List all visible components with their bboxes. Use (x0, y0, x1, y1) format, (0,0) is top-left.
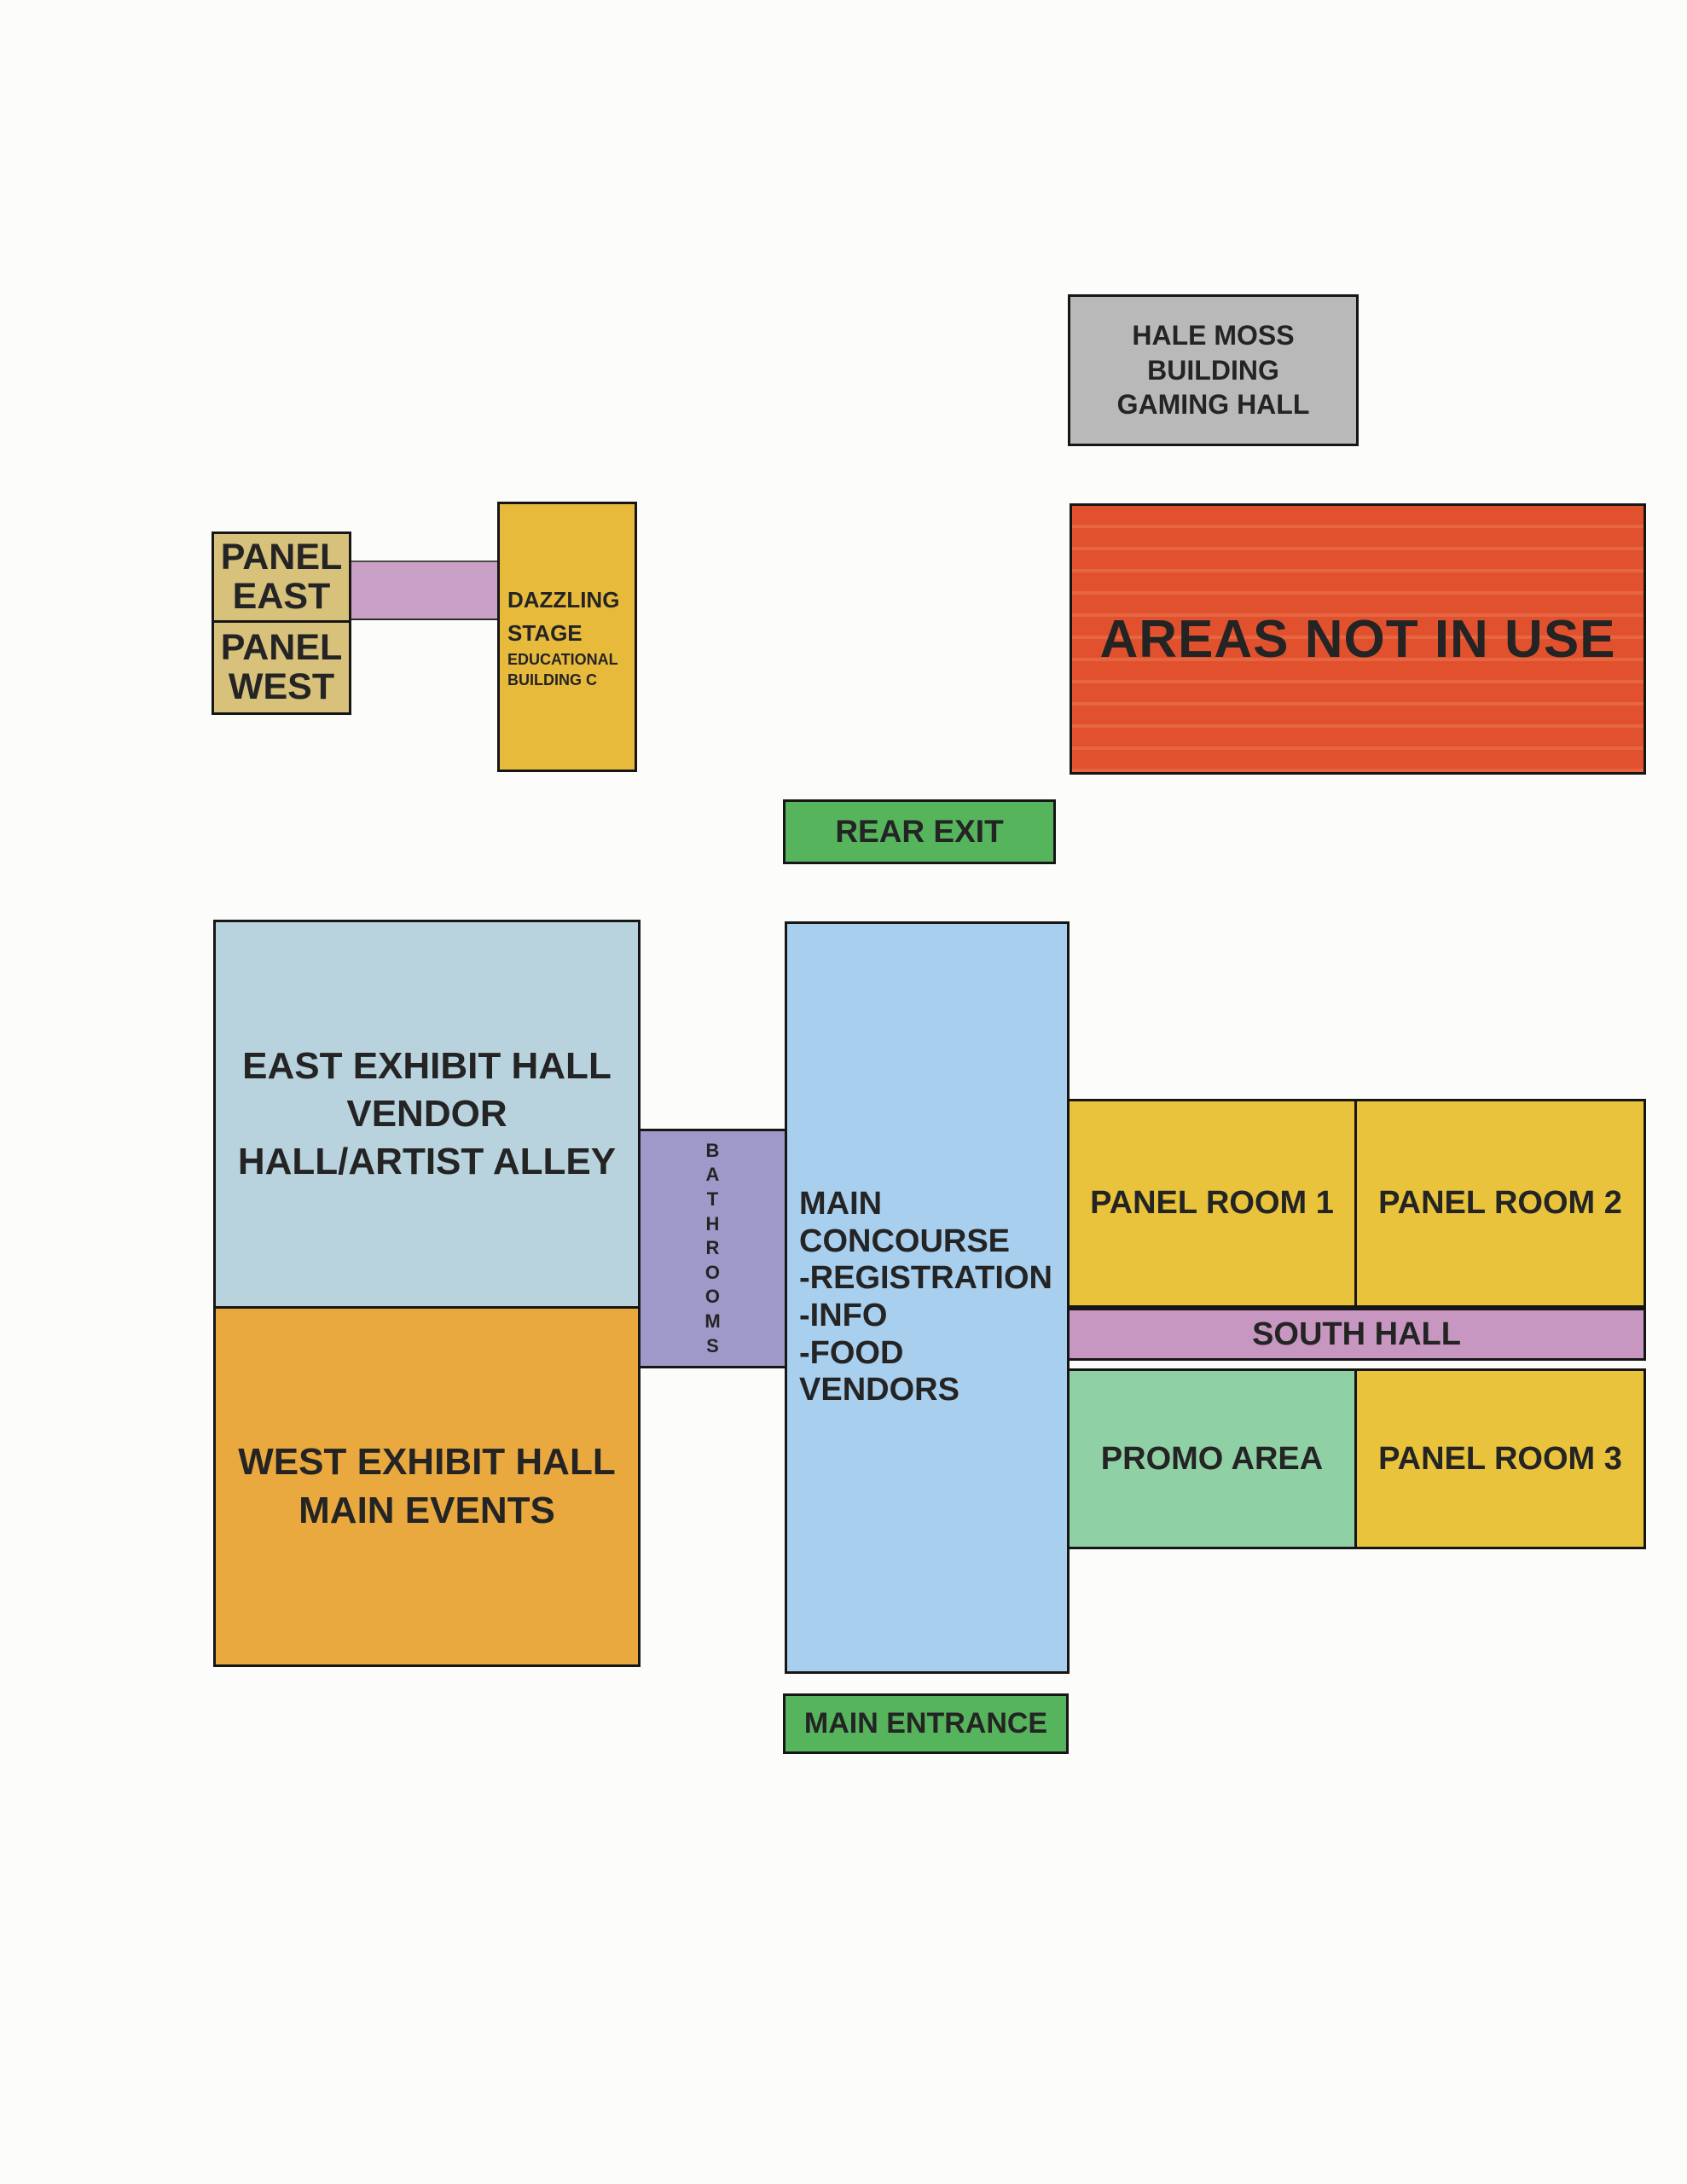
room-dazzling-stage-educational-building-c: DAZZLING STAGE EDUCATIONAL BUILDING C (497, 502, 637, 772)
room-main-concourse: MAIN CONCOURSE -REGISTRATION -INFO -FOOD… (785, 921, 1070, 1674)
main-concourse-label: MAIN CONCOURSE -REGISTRATION -INFO -FOOD… (799, 1185, 1052, 1409)
room-promo-area: PROMO AREA (1067, 1368, 1357, 1549)
west-exhibit-hall-label: WEST EXHIBIT HALL MAIN EVENTS (238, 1441, 616, 1531)
areas-not-in-use-label: AREAS NOT IN USE (1099, 609, 1616, 669)
promo-area-label: PROMO AREA (1100, 1440, 1324, 1477)
panel-room-2-label: PANEL ROOM 2 (1378, 1185, 1622, 1221)
panel-room-3-label: PANEL ROOM 3 (1378, 1440, 1622, 1477)
panel-room-1-label: PANEL ROOM 1 (1090, 1185, 1334, 1221)
room-bathrooms: B A T H R O O M S (638, 1129, 787, 1368)
dazzling-stage-sublabel: EDUCATIONAL BUILDING C (507, 651, 618, 688)
room-panel-east: PANEL EAST (212, 531, 351, 623)
panel-west-label: PANEL WEST (220, 627, 343, 707)
panel-east-label: PANEL EAST (220, 537, 343, 617)
rear-exit-marker: REAR EXIT (783, 799, 1056, 864)
east-exhibit-hall-label: EAST EXHIBIT HALL VENDOR HALL/ARTIST ALL… (237, 1044, 617, 1183)
room-hale-moss-building-gaming-hall: HALE MOSS BUILDING GAMING HALL (1068, 294, 1359, 446)
main-entrance-marker: MAIN ENTRANCE (783, 1693, 1069, 1754)
room-south-hall: SOUTH HALL (1067, 1308, 1646, 1361)
room-panel-room-1: PANEL ROOM 1 (1067, 1099, 1357, 1308)
corridor-panel-east-to-dazzling-stage (351, 561, 497, 620)
room-east-exhibit-hall-vendor-hall-artist-alley: EAST EXHIBIT HALL VENDOR HALL/ARTIST ALL… (213, 920, 641, 1309)
room-panel-west: PANEL WEST (212, 620, 351, 715)
room-panel-room-2: PANEL ROOM 2 (1354, 1099, 1646, 1308)
hale-moss-label: HALE MOSS BUILDING GAMING HALL (1116, 319, 1310, 421)
rear-exit-label: REAR EXIT (835, 814, 1004, 849)
dazzling-stage-label: DAZZLING STAGE (507, 587, 620, 647)
south-hall-label: SOUTH HALL (1252, 1316, 1461, 1352)
room-areas-not-in-use: AREAS NOT IN USE (1070, 503, 1646, 775)
bathrooms-label: B A T H R O O M S (704, 1139, 721, 1356)
room-panel-room-3: PANEL ROOM 3 (1354, 1368, 1646, 1549)
room-west-exhibit-hall-main-events: WEST EXHIBIT HALL MAIN EVENTS (213, 1306, 641, 1667)
main-entrance-label: MAIN ENTRANCE (803, 1707, 1048, 1740)
